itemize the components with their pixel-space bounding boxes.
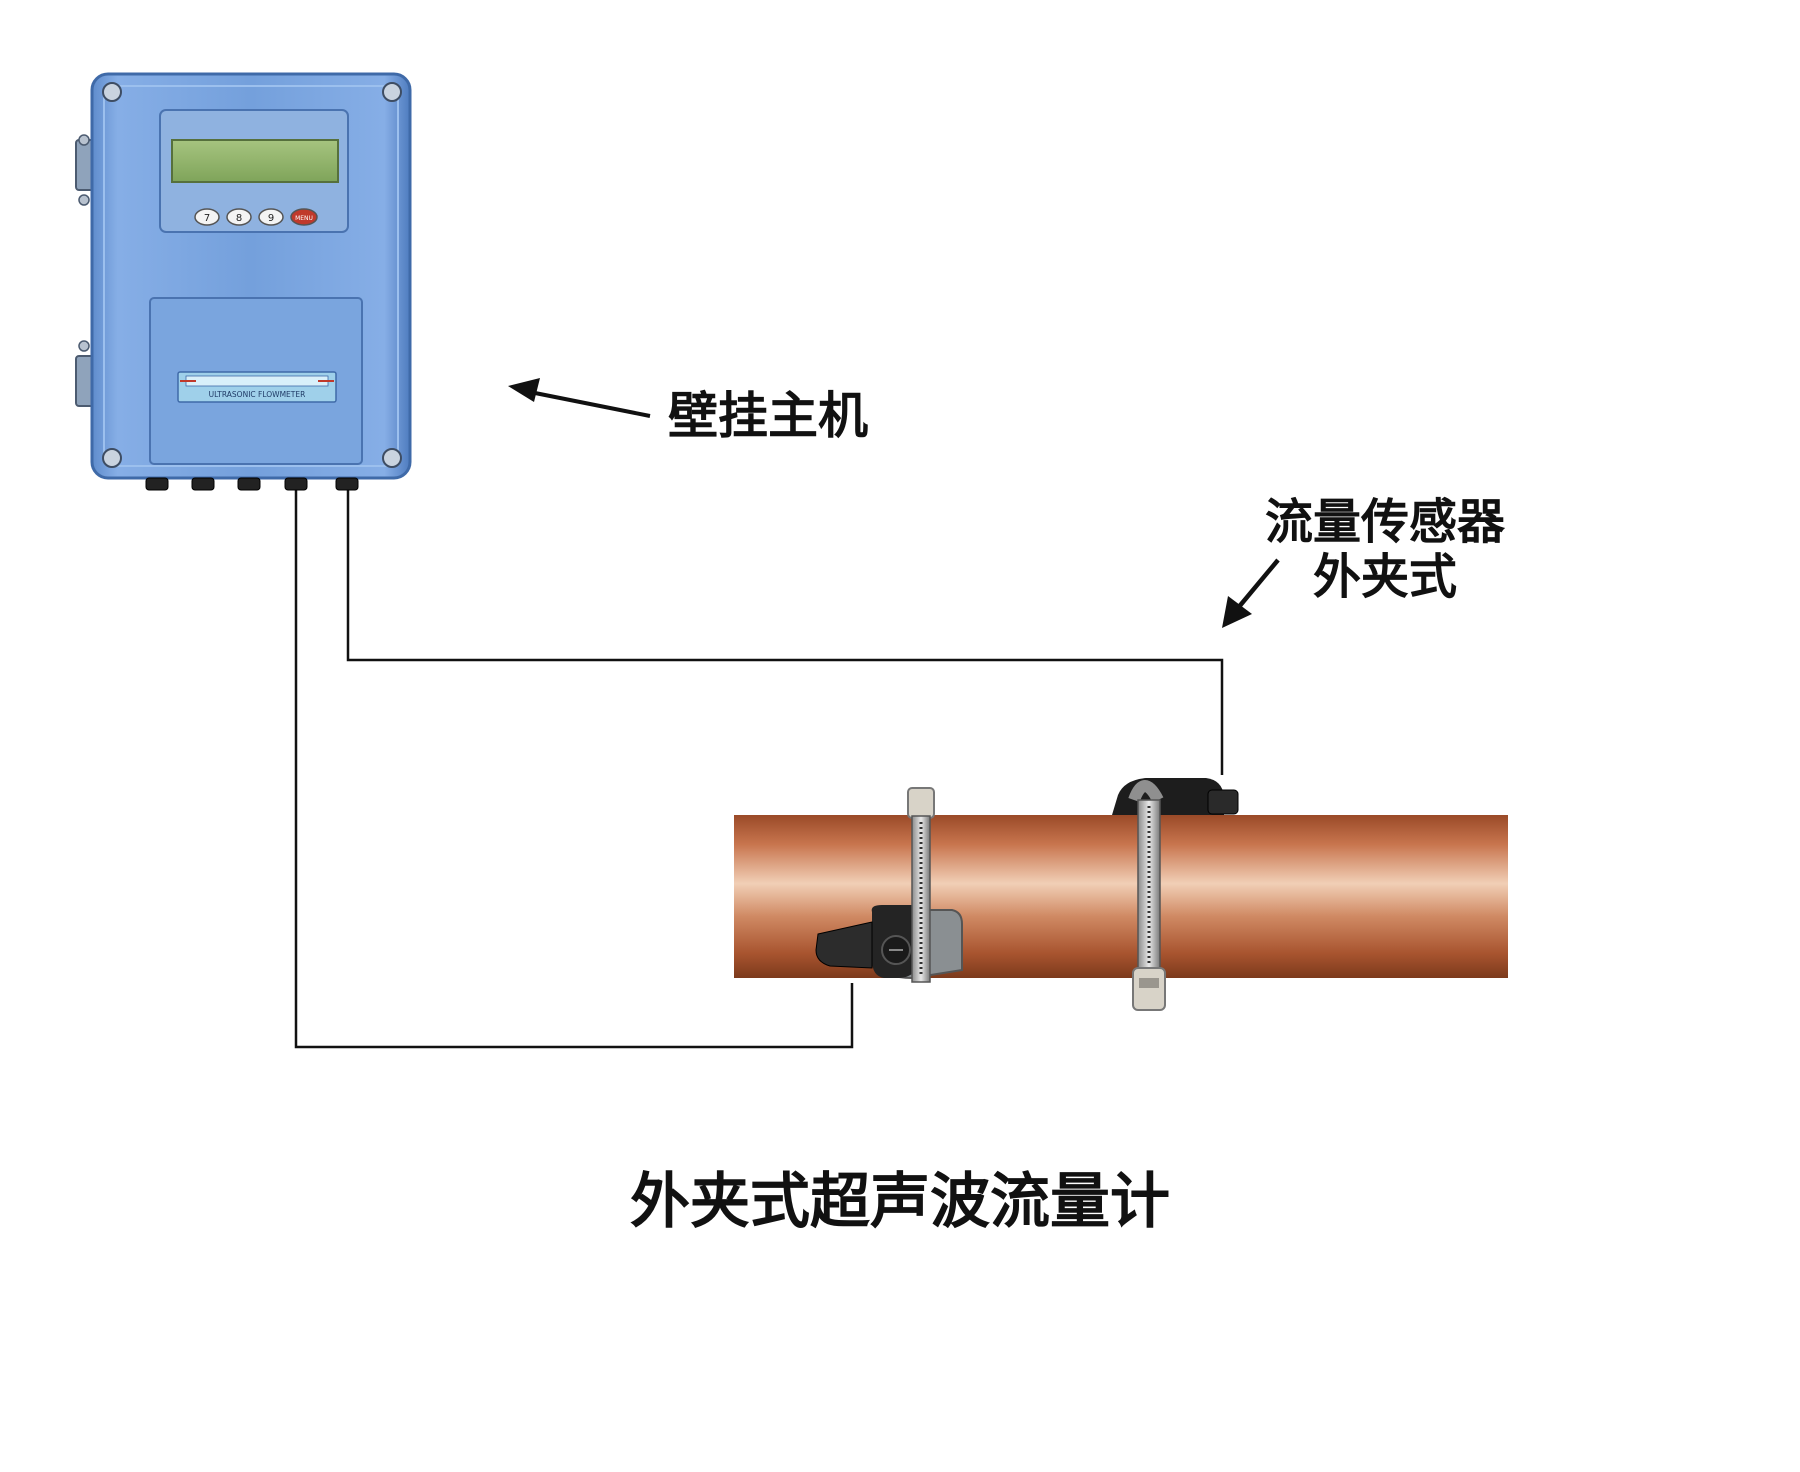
upstream-cable: [346, 484, 1224, 775]
wall-mounted-host: 7 8 9 MENU ULTRASONIC FLOWMETER: [75, 72, 412, 491]
host-label: 壁挂主机: [668, 387, 868, 445]
key-7: 7: [204, 213, 210, 224]
cable-glands: [145, 477, 359, 491]
keypad: 7 8 9 MENU: [194, 208, 318, 226]
left-clamp: [907, 787, 935, 983]
sensor-label-line2: 外夹式: [1312, 549, 1457, 606]
key-9: 9: [268, 213, 274, 224]
arrow-left-icon: [508, 378, 651, 418]
right-clamp: [1128, 780, 1166, 1011]
nameplate-text: ULTRASONIC FLOWMETER: [209, 390, 306, 399]
diagram-title: 外夹式超声波流量计: [630, 1167, 1170, 1237]
sensor-label-line1: 流量传感器: [1264, 494, 1505, 550]
sensor-label: 流量传感器 外夹式: [1255, 494, 1515, 606]
arrow-down-left-icon: [1222, 558, 1280, 628]
signal-cables: [294, 484, 1224, 1049]
key-menu: MENU: [295, 215, 313, 222]
downstream-cable: [294, 484, 854, 1049]
key-8: 8: [236, 213, 242, 224]
